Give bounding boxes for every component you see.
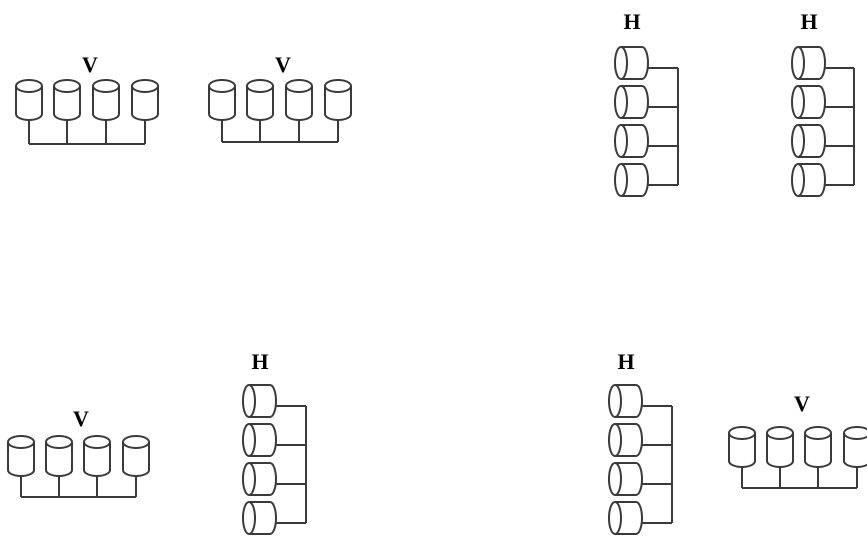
disk-icon [766,426,794,468]
group-label: H [800,9,817,34]
disk-group-vertical: V [15,52,159,145]
disk-icon [246,79,274,121]
disk-icon [92,79,120,121]
disk-icon [608,423,643,457]
disk-icon [285,79,313,121]
disk-group-vertical: V [728,391,867,489]
disk-icon [608,462,643,496]
disk-group-vertical: V [208,52,352,143]
group-label: V [794,391,810,416]
disk-icon [53,79,81,121]
disk-icon [791,124,826,158]
disk-icon [791,163,826,197]
disk-group-vertical: V [7,406,150,498]
disk-icon [614,124,649,158]
disk-icon [15,79,43,121]
disk-icon [242,462,277,496]
disk-icon [791,85,826,119]
disk-icon [804,426,832,468]
disk-icon [122,435,150,477]
disk-group-horizontal: H [791,9,855,197]
bus-connector [648,67,679,186]
group-label: H [623,9,640,34]
bus-connector [28,120,146,145]
disk-icon [843,426,867,468]
disk-icon [614,46,649,80]
disk-group-horizontal: H [614,9,679,197]
group-label: V [82,52,98,77]
disk-icon [131,79,159,121]
disk-group-horizontal: H [608,349,673,535]
bus-connector [276,405,307,524]
disk-icon [242,423,277,457]
disk-icon [614,163,649,197]
disk-icon [83,435,111,477]
disk-icon [728,426,756,468]
disk-icon [7,435,35,477]
bus-connector [221,120,339,143]
bus-connector [642,405,673,524]
group-label: V [73,406,89,431]
disk-icon [614,85,649,119]
disk-icon [242,501,277,535]
bus-connector [741,467,858,489]
disk-icon [242,384,277,418]
disk-icon [208,79,236,121]
disk-icon [45,435,73,477]
disk-icon [791,46,826,80]
group-label: V [275,52,291,77]
group-label: H [251,349,268,374]
disk-icon [608,384,643,418]
disk-icon [608,501,643,535]
bus-connector [825,67,855,186]
disk-icon [324,79,352,121]
disk-group-horizontal: H [242,349,307,535]
bus-connector [20,476,137,498]
group-label: H [617,349,634,374]
